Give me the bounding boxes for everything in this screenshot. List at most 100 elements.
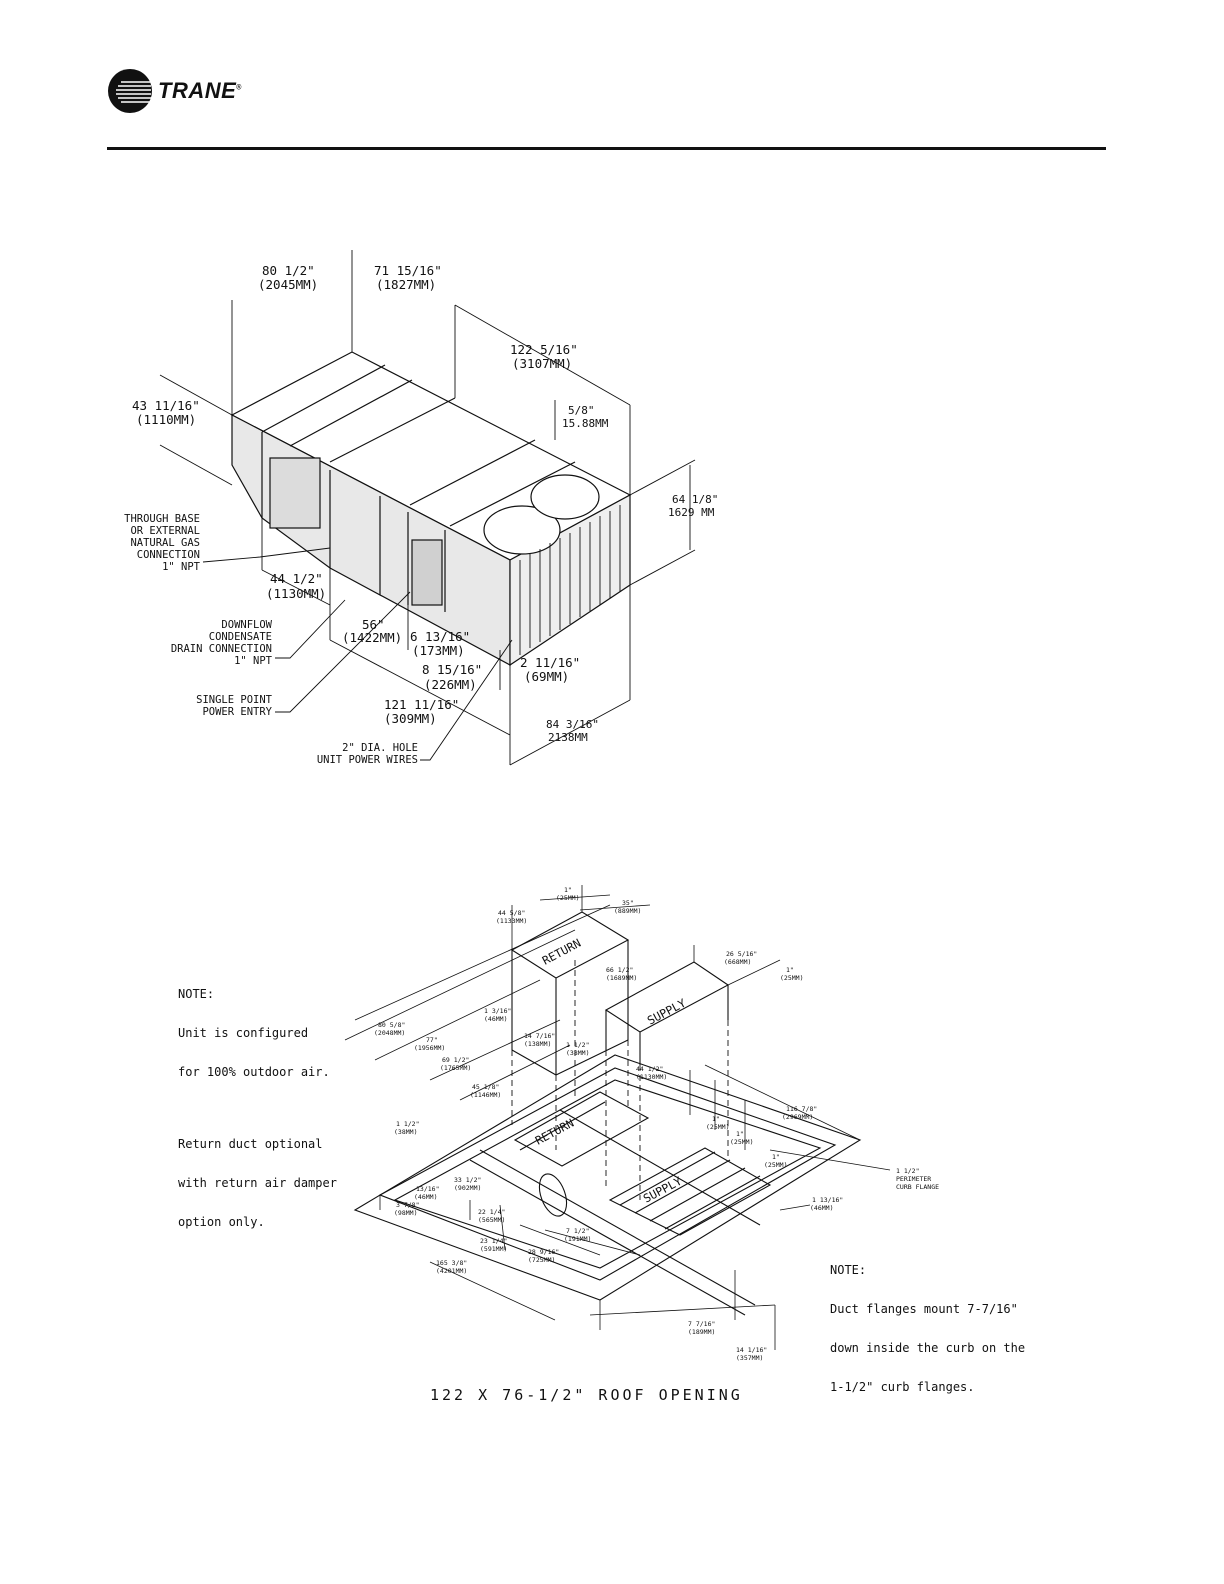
dim-height-left: 43 11/16": [132, 398, 200, 413]
dim-hole-offset: 2 11/16": [520, 655, 580, 670]
svg-text:(591MM): (591MM): [480, 1245, 507, 1253]
svg-text:(725MM): (725MM): [528, 1256, 555, 1264]
svg-text:13/16": 13/16": [416, 1185, 439, 1193]
dim-depth-bottom: 84 3/16": [546, 718, 599, 731]
svg-text:7 1/2": 7 1/2": [566, 1227, 589, 1235]
svg-text:44 5/8": 44 5/8": [498, 909, 525, 917]
svg-text:SINGLE POINT: SINGLE POINT: [196, 694, 273, 706]
svg-text:(1146MM): (1146MM): [470, 1091, 501, 1099]
svg-text:116 7/8": 116 7/8": [786, 1105, 817, 1113]
dim-width-top-mm: (2045MM): [258, 277, 318, 292]
svg-text:1 1/2": 1 1/2": [396, 1120, 419, 1128]
dim-flange: 5/8": [568, 404, 595, 417]
svg-text:(25MM): (25MM): [556, 894, 579, 902]
svg-text:1": 1": [736, 1130, 744, 1138]
svg-text:33 1/2": 33 1/2": [454, 1176, 481, 1184]
dim-power-entry-mm: (309MM): [384, 711, 437, 726]
svg-text:(2969MM): (2969MM): [782, 1113, 813, 1121]
svg-text:(46MM): (46MM): [414, 1193, 437, 1201]
svg-text:22 1/4": 22 1/4": [478, 1208, 505, 1216]
dim-drain-height: 6 13/16": [410, 629, 470, 644]
dim-depth-top-mm: (1827MM): [376, 277, 436, 292]
dim-power-height-mm: (226MM): [424, 677, 477, 692]
svg-text:UNIT POWER WIRES: UNIT POWER WIRES: [317, 754, 418, 766]
svg-text:(38MM): (38MM): [394, 1128, 417, 1136]
roof-curb-drawing: [344, 885, 891, 1350]
return-label-upper: RETURN: [540, 936, 583, 968]
svg-text:7 7/16": 7 7/16": [688, 1320, 715, 1328]
svg-text:1": 1": [772, 1153, 780, 1161]
svg-text:CURB FLANGE: CURB FLANGE: [896, 1183, 939, 1191]
svg-text:14 7/16": 14 7/16": [524, 1032, 555, 1040]
svg-text:DOWNFLOW: DOWNFLOW: [221, 619, 272, 631]
dim-height-right-mm: 1629 MM: [668, 506, 715, 519]
svg-text:(46MM): (46MM): [810, 1204, 833, 1212]
page-header: TRANE®: [0, 0, 1224, 160]
svg-text:(357MM): (357MM): [736, 1354, 763, 1362]
svg-text:(25MM): (25MM): [730, 1138, 753, 1146]
svg-text:(1956MM): (1956MM): [414, 1044, 445, 1052]
svg-text:(25MM): (25MM): [706, 1123, 729, 1131]
svg-text:(191MM): (191MM): [564, 1235, 591, 1243]
svg-text:(1765MM): (1765MM): [440, 1064, 471, 1072]
svg-text:PERIMETER: PERIMETER: [896, 1175, 931, 1183]
svg-text:28 9/16": 28 9/16": [528, 1248, 559, 1256]
dim-drain-offset: 56": [362, 617, 385, 632]
svg-text:THROUGH BASE: THROUGH BASE: [124, 513, 200, 525]
dim-width-top: 80 1/2": [262, 263, 315, 278]
svg-text:1": 1": [564, 886, 572, 894]
svg-text:2" DIA. HOLE: 2" DIA. HOLE: [342, 742, 418, 754]
svg-text:(25MM): (25MM): [764, 1161, 787, 1169]
svg-text:1" NPT: 1" NPT: [162, 561, 201, 573]
svg-text:165 3/8": 165 3/8": [436, 1259, 467, 1267]
dim-power-height: 8 15/16": [422, 662, 482, 677]
svg-text:(902MM): (902MM): [454, 1184, 481, 1192]
svg-text:CONNECTION: CONNECTION: [137, 549, 200, 561]
svg-text:3 7/8": 3 7/8": [396, 1201, 419, 1209]
svg-text:14 1/16": 14 1/16": [736, 1346, 767, 1354]
dim-depth-top: 71 15/16": [374, 263, 442, 278]
supply-opening: [608, 1147, 772, 1236]
unit-callouts: THROUGH BASE OR EXTERNAL NATURAL GAS CON…: [124, 513, 418, 766]
note-outdoor-air: NOTE: Unit is configured for 100% outdoo…: [178, 987, 337, 1229]
svg-text:77": 77": [426, 1036, 438, 1044]
svg-text:35": 35": [622, 899, 634, 907]
svg-text:(189MM): (189MM): [688, 1328, 715, 1336]
svg-text:1": 1": [786, 966, 794, 974]
note-duct-flanges: NOTE: Duct flanges mount 7-7/16" down in…: [830, 1263, 1026, 1394]
unit-dimension-labels: 80 1/2" (2045MM) 71 15/16" (1827MM) 122 …: [132, 263, 718, 744]
roof-opening-caption: 122 X 76-1/2" ROOF OPENING: [430, 1386, 743, 1404]
dim-power-entry: 121 11/16": [384, 697, 459, 712]
svg-text:69 1/2": 69 1/2": [442, 1056, 469, 1064]
svg-text:(2048MM): (2048MM): [374, 1029, 405, 1037]
svg-text:(98MM): (98MM): [394, 1209, 417, 1217]
supply-label-upper: SUPPLY: [645, 996, 688, 1028]
return-label-curb: RETURN: [533, 1116, 576, 1148]
condenser-fan-2: [530, 474, 600, 520]
svg-text:(1133MM): (1133MM): [496, 917, 527, 925]
svg-text:(1689MM): (1689MM): [606, 974, 637, 982]
dim-drain-height-mm: (173MM): [412, 643, 465, 658]
svg-text:OR EXTERNAL: OR EXTERNAL: [130, 525, 200, 537]
svg-text:44 1/2": 44 1/2": [636, 1065, 663, 1073]
svg-text:23 1/4": 23 1/4": [480, 1237, 507, 1245]
dim-height-right: 64 1/8": [672, 493, 718, 506]
dim-length: 122 5/16": [510, 342, 578, 357]
header-rule: [107, 147, 1106, 150]
svg-text:45 1/8": 45 1/8": [472, 1083, 499, 1091]
svg-text:(1130MM): (1130MM): [636, 1073, 667, 1081]
svg-text:1 1/2": 1 1/2": [896, 1167, 919, 1175]
dim-gas-offset: 44 1/2": [270, 571, 323, 586]
svg-text:26 5/16": 26 5/16": [726, 950, 757, 958]
svg-text:DRAIN CONNECTION: DRAIN CONNECTION: [171, 643, 272, 655]
svg-text:(889MM): (889MM): [614, 907, 641, 915]
svg-text:(46MM): (46MM): [484, 1015, 507, 1023]
svg-text:(25MM): (25MM): [780, 974, 803, 982]
dim-drain-offset-mm: (1422MM): [342, 630, 402, 645]
trane-logo-icon: [108, 69, 152, 113]
curb-dimension-labels: 1" (25MM) 35" (889MM) 44 5/8" (1133MM) 2…: [374, 886, 939, 1362]
dim-gas-offset-mm: (1130MM): [266, 586, 326, 601]
svg-text:POWER ENTRY: POWER ENTRY: [202, 706, 272, 718]
dim-length-mm: (3107MM): [512, 356, 572, 371]
